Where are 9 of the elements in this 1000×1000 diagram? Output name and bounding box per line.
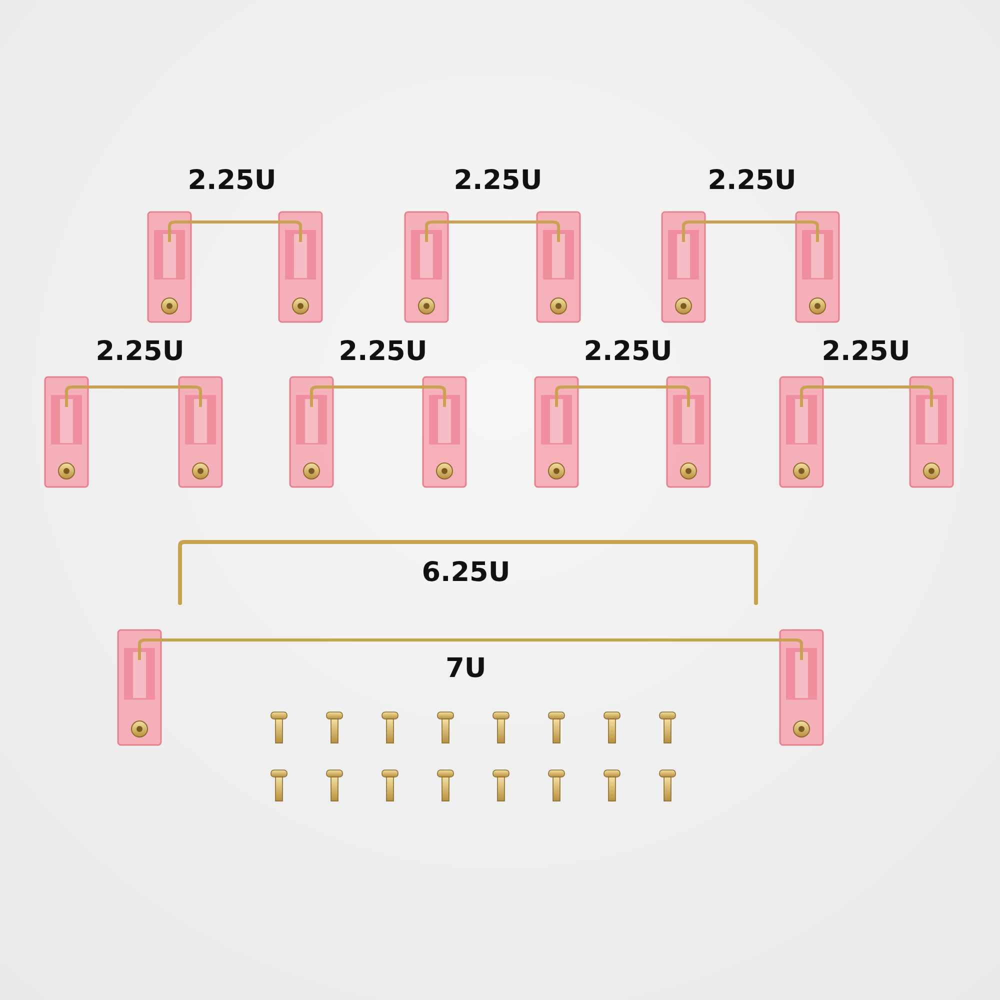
size-label: 2.25U bbox=[454, 167, 542, 194]
size-label: 2.25U bbox=[584, 338, 672, 365]
size-label: 2.25U bbox=[822, 338, 910, 365]
size-label: 6.25U bbox=[422, 559, 510, 586]
size-label: 2.25U bbox=[708, 167, 796, 194]
size-label: 7U bbox=[446, 655, 486, 682]
size-label: 2.25U bbox=[96, 338, 184, 365]
size-label: 2.25U bbox=[188, 167, 276, 194]
size-label: 2.25U bbox=[338, 338, 428, 365]
